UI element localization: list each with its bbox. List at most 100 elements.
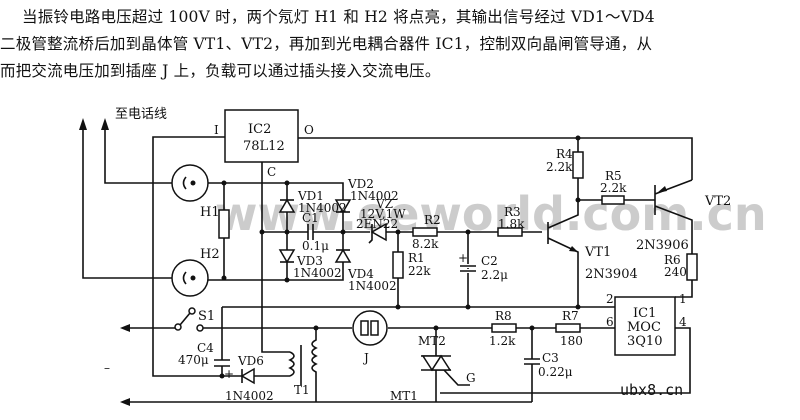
r6-value: 240: [664, 265, 687, 279]
j-label: J: [362, 351, 369, 365]
description-line-1: 当振铃电路电压超过 100V 时，两个氖灯 H1 和 H2 将点亮，其输出信号经…: [22, 8, 655, 26]
diode-vd1: [278, 198, 296, 213]
ic1-pin-1: 1: [679, 292, 687, 306]
vt2-label: VT2: [704, 194, 731, 209]
c4-value: 470μ: [178, 353, 209, 367]
vd2-label: VD2: [347, 177, 374, 191]
ic2-regulator: IC2 78L12 I O C: [214, 109, 314, 179]
transistor-vt2: [654, 179, 693, 298]
resistor-r6: [686, 253, 698, 281]
mt1-label: MT1: [390, 389, 418, 403]
vd6-label: VD6: [237, 354, 264, 368]
c2-value: 2.2μ: [481, 268, 508, 282]
vd4-label: VD4: [347, 267, 374, 281]
r6-label: R6: [664, 253, 681, 267]
vd1-label: VD1: [297, 189, 324, 203]
capacitor-c2: [460, 264, 476, 273]
ic2-pin-i: I: [214, 123, 219, 137]
diode-vd2: [334, 199, 352, 214]
transformer-t1: [288, 328, 318, 402]
capacitor-c3: [524, 358, 540, 365]
r7-label: R7: [562, 309, 579, 323]
ic1-optocoupler: IC1 MOC 3Q10 2 6 1 4: [606, 292, 687, 356]
socket-j: [352, 310, 388, 346]
neon-lamp-h2: [171, 259, 209, 297]
c1-value: 0.1μ: [302, 239, 329, 253]
phone-line-label: 至电话线: [115, 107, 167, 122]
phone-line-arrows: [79, 118, 172, 279]
r2-label: R2: [424, 213, 441, 227]
minus-label: –: [104, 361, 110, 375]
description-text: 当振铃电路电压超过 100V 时，两个氖灯 H1 和 H2 将点亮，其输出信号经…: [0, 4, 800, 85]
neon-lamp-h1: [171, 164, 209, 202]
diode-vd6: [240, 367, 255, 385]
ic1-part2: 3Q10: [627, 334, 662, 349]
vd1-part: 1N4002: [298, 201, 347, 215]
r7-value: 180: [560, 334, 583, 348]
ic1-pin-4: 4: [679, 315, 687, 329]
resistor-r7: [555, 323, 581, 333]
vz-rating: 12V,1W: [360, 207, 406, 221]
ic1-pin-6: 6: [606, 315, 614, 329]
resistor-h: [218, 209, 230, 239]
c3-label: C3: [542, 351, 559, 365]
capacitor-c1: [307, 224, 314, 240]
c2-label: C2: [481, 254, 498, 268]
t1-label: T1: [294, 383, 310, 397]
r5-label: R5: [605, 169, 622, 183]
r3-value: 1.8k: [498, 217, 525, 231]
zener-vz: [368, 222, 387, 244]
vd3-label: VD3: [296, 254, 323, 268]
watermark-corner: ubx8.cn: [620, 381, 683, 399]
r8-label: R8: [495, 309, 512, 323]
resistor-r8: [491, 323, 517, 333]
r1-value: 22k: [408, 264, 431, 278]
diode-vd3: [278, 249, 296, 264]
c2-plus: +: [458, 251, 468, 265]
resistor-r2: [412, 227, 438, 237]
diode-vd4: [334, 248, 352, 263]
ic2-part: 78L12: [243, 139, 285, 154]
r3-label: R3: [504, 205, 521, 219]
vt2-part: 2N3906: [636, 238, 689, 253]
vd4-part: 1N4002: [348, 279, 397, 293]
vz-label: VZ: [375, 197, 393, 211]
resistor-r4: [572, 151, 584, 179]
r8-value: 1.2k: [489, 334, 516, 348]
ic2-name: IC2: [248, 122, 271, 137]
ic1-part1: MOC: [627, 320, 661, 335]
vd6-part: 1N4002: [225, 389, 274, 403]
r4-label: R4: [556, 147, 573, 161]
h1-label: H1: [200, 205, 220, 220]
triac: [421, 328, 470, 402]
c4-label: C4: [197, 341, 214, 355]
g-label: G: [466, 371, 476, 385]
c1-label: C1: [302, 211, 319, 225]
c3-value: 0.22μ: [538, 365, 573, 379]
description-line-2: 二极管整流桥后加到晶体管 VT1、VT2，再加到光电耦合器件 IC1，控制双向晶…: [0, 35, 653, 53]
capacitor-c4: [214, 359, 230, 367]
c4-plus: +: [224, 367, 234, 381]
h2-label: H2: [200, 247, 220, 262]
mt2-label: MT2: [418, 334, 446, 348]
vd2-part: 1N4002: [350, 189, 399, 203]
resistor-r5: [601, 195, 625, 205]
vz-part: 2EN22: [356, 217, 398, 231]
ic2-pin-c: C: [267, 165, 276, 179]
vt1-label: VT1: [584, 245, 611, 260]
vd3-part: 1N4002: [293, 266, 342, 280]
r2-value: 8.2k: [412, 237, 439, 251]
ic1-name: IC1: [633, 306, 656, 321]
switch-s1[interactable]: [174, 307, 204, 332]
resistor-r1: [392, 251, 404, 279]
vt1-part: 2N3904: [585, 267, 638, 282]
ic2-pin-o: O: [304, 123, 314, 137]
ic1-pin-2: 2: [606, 292, 614, 306]
r4-value: 2.2k: [546, 160, 573, 174]
description-line-3: 而把交流电压加到插座 J 上，负载可以通过插头接入交流电压。: [0, 62, 441, 80]
resistor-r3: [497, 227, 523, 237]
r1-label: R1: [408, 251, 425, 265]
s1-label: S1: [198, 309, 215, 324]
r5-value: 2.2k: [600, 181, 627, 195]
